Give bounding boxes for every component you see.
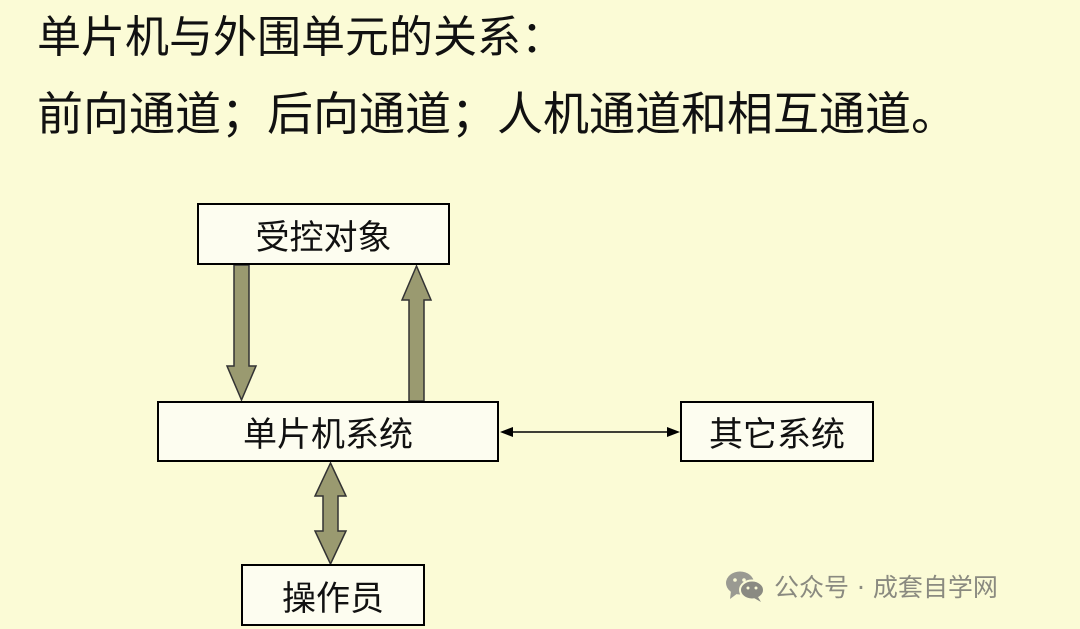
node-label: 其它系统: [709, 415, 845, 455]
slide-text-line-2: 前向通道；后向通道；人机通道和相互通道。: [37, 87, 957, 141]
node-controlled-object: 受控对象: [197, 203, 450, 265]
node-label: 受控对象: [255, 217, 392, 258]
arrow-mcu-other-head-left: [500, 427, 513, 437]
watermark: 公众号 · 成套自学网: [724, 566, 998, 606]
node-label: 操作员: [282, 578, 384, 619]
arrow-mcu-other-head-right: [667, 427, 680, 437]
slide-text-line-1: 单片机与外围单元的关系：: [37, 12, 565, 63]
node-label: 单片机系统: [243, 415, 413, 455]
arrow-mcu-operator: [313, 461, 348, 566]
node-operator: 操作员: [241, 564, 425, 626]
wechat-icon: [726, 571, 765, 602]
watermark-text: 公众号 · 成套自学网: [774, 573, 998, 602]
arrow-down-to-mcu: [225, 264, 258, 402]
arrow-up-to-controlled: [400, 264, 433, 402]
node-other-system: 其它系统: [680, 401, 874, 462]
node-mcu-system: 单片机系统: [157, 401, 499, 462]
